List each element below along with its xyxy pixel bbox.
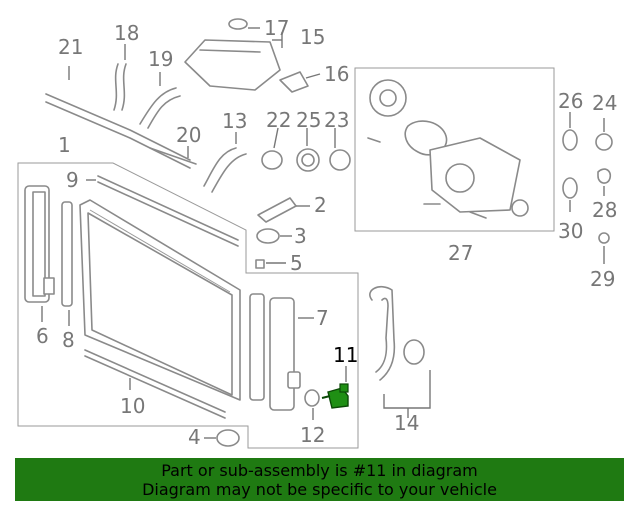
- label-17: 17: [264, 16, 289, 40]
- label-23: 23: [324, 108, 349, 132]
- water-pump-box: [354, 67, 555, 232]
- label-19: 19: [148, 47, 173, 71]
- label-21: 21: [58, 35, 83, 59]
- label-15: 15: [300, 25, 325, 49]
- label-1: 1: [58, 133, 71, 157]
- label-24: 24: [592, 91, 617, 115]
- sensor-24: [595, 133, 613, 151]
- label-29: 29: [590, 267, 615, 291]
- lower-hose: [369, 285, 425, 381]
- label-2: 2: [314, 193, 327, 217]
- label-9: 9: [66, 168, 79, 192]
- label-8: 8: [62, 328, 75, 352]
- o-ring-26: [562, 129, 578, 151]
- label-7: 7: [316, 306, 329, 330]
- label-18: 18: [114, 21, 139, 45]
- part-labels: 1 2 3 4 5 6 7 8 9 10 11 12 13 14 15 16 1…: [36, 16, 617, 449]
- banner-line-2: Diagram may not be specific to your vehi…: [142, 480, 497, 499]
- bracket-2: [257, 197, 297, 223]
- washer-12: [304, 389, 320, 407]
- label-16: 16: [324, 62, 349, 86]
- label-22: 22: [266, 108, 291, 132]
- label-26: 26: [558, 89, 583, 113]
- bottom-seal-10: [84, 349, 226, 413]
- label-13: 13: [222, 109, 247, 133]
- mount-3: [256, 228, 280, 244]
- upper-hoses: [45, 63, 247, 193]
- top-seal-9: [97, 175, 239, 241]
- label-27: 27: [448, 241, 473, 265]
- label-20: 20: [176, 123, 201, 147]
- label-12: 12: [300, 423, 325, 447]
- left-tank: [24, 185, 55, 303]
- label-10: 10: [120, 394, 145, 418]
- gasket-28: [597, 168, 612, 184]
- label-28: 28: [592, 198, 617, 222]
- label-14: 14: [394, 411, 419, 435]
- bracket-16: [279, 71, 309, 93]
- washer-29: [598, 232, 610, 244]
- label-30: 30: [558, 219, 583, 243]
- radiator-core: [79, 199, 241, 401]
- right-tank: [249, 293, 301, 411]
- reservoir-tank: [184, 18, 281, 91]
- mount-4: [216, 429, 240, 447]
- o-ring-30: [562, 177, 578, 199]
- label-5: 5: [290, 251, 303, 275]
- water-pump-assembly: [367, 79, 529, 219]
- leader-lines: [41, 27, 605, 439]
- label-4-bottom: 4: [188, 425, 201, 449]
- radiator-assembly-box: [17, 162, 359, 449]
- banner-line-1: Part or sub-assembly is #11 in diagram: [161, 461, 478, 480]
- seal-strip-8: [61, 201, 73, 307]
- label-6: 6: [36, 324, 49, 348]
- label-25: 25: [296, 108, 321, 132]
- clip-5: [255, 259, 265, 269]
- info-banner: Part or sub-assembly is #11 in diagram D…: [15, 458, 624, 501]
- thermostat-parts: [261, 148, 351, 172]
- label-3: 3: [294, 224, 307, 248]
- label-11: 11: [333, 343, 358, 367]
- highlighted-part-11[interactable]: [321, 383, 349, 409]
